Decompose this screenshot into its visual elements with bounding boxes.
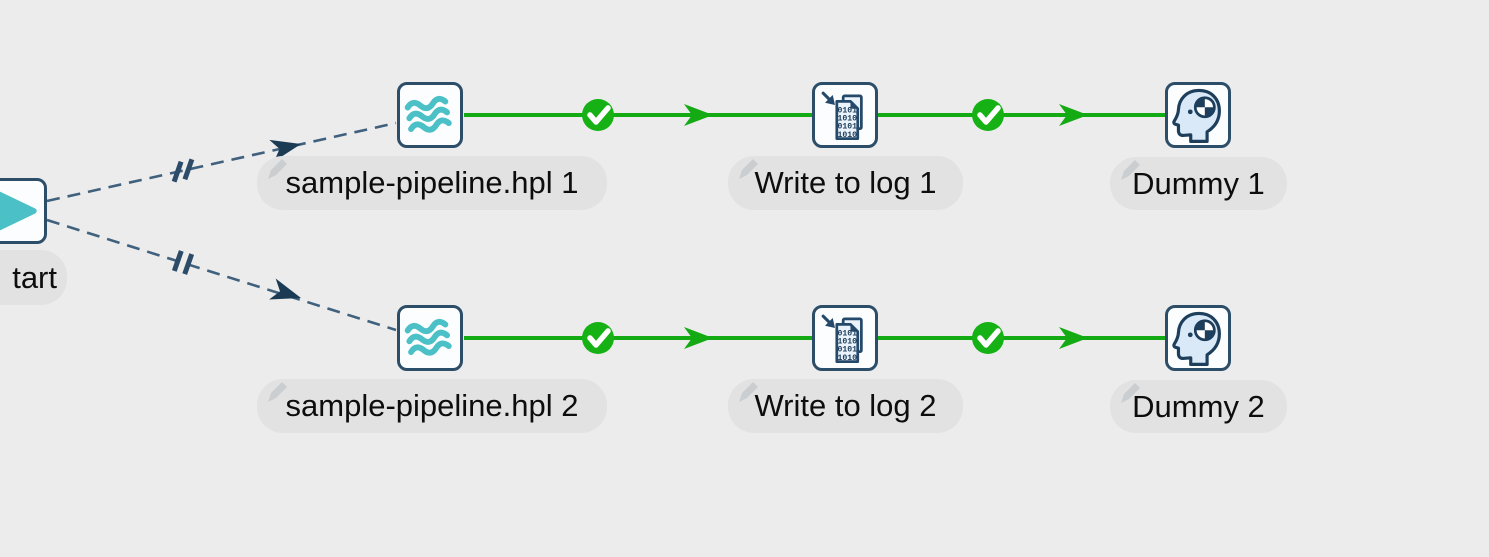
hop-arrowhead-icon	[1059, 327, 1088, 349]
node-label-write-to-log-2[interactable]: Write to log 2	[728, 379, 963, 433]
success-check-icon[interactable]	[582, 99, 614, 131]
node-start[interactable]	[0, 178, 47, 244]
node-pipeline-2[interactable]	[397, 305, 463, 371]
dummy-head-icon	[1172, 88, 1221, 143]
node-label-text: Dummy 1	[1132, 165, 1265, 201]
node-label-text: Dummy 2	[1132, 388, 1265, 424]
success-check-icon[interactable]	[972, 99, 1004, 131]
svg-text:0101: 0101	[837, 346, 857, 355]
parallel-execution-icon[interactable]	[171, 158, 195, 183]
node-label-write-to-log-1[interactable]: Write to log 1	[728, 156, 963, 210]
svg-text:1010: 1010	[837, 337, 857, 346]
node-label-text: sample-pipeline.hpl 2	[285, 388, 579, 423]
hop-line[interactable]	[46, 218, 397, 332]
svg-text:1010: 1010	[837, 131, 857, 140]
parallel-execution-icon[interactable]	[171, 250, 195, 275]
hop-writelog2-to-dummy2[interactable]	[878, 322, 1165, 354]
play-icon	[0, 191, 37, 231]
hop-arrowhead-icon	[684, 327, 713, 349]
dummy-head-icon	[1172, 311, 1221, 366]
hop-start-to-pipeline-2[interactable]	[46, 218, 397, 332]
hop-writelog1-to-dummy1[interactable]	[878, 99, 1165, 131]
node-label-pipeline-2[interactable]: sample-pipeline.hpl 2	[257, 379, 607, 433]
pipeline-waves-icon	[404, 318, 452, 356]
node-dummy-1[interactable]	[1165, 82, 1231, 148]
node-label-dummy-2[interactable]: Dummy 2	[1110, 380, 1287, 433]
svg-text:1010: 1010	[837, 114, 857, 123]
edit-pencil-icon	[1121, 160, 1140, 180]
pipeline-waves-icon	[404, 95, 452, 133]
node-label-text: sample-pipeline.hpl 1	[285, 165, 579, 200]
node-write-to-log-1[interactable]: 0101 1010 0101 1010	[812, 82, 878, 148]
hop-arrowhead-icon	[269, 278, 301, 300]
edit-pencil-icon	[739, 159, 758, 179]
node-dummy-2[interactable]	[1165, 305, 1231, 371]
node-label-start[interactable]: tart	[0, 250, 67, 305]
success-check-icon[interactable]	[972, 322, 1004, 354]
node-pipeline-1[interactable]	[397, 82, 463, 148]
svg-text:0101: 0101	[837, 329, 857, 338]
hop-start-to-pipeline-1[interactable]	[46, 121, 397, 203]
hop-line[interactable]	[46, 121, 397, 203]
hop-pipeline2-to-writelog2[interactable]	[464, 322, 812, 354]
edit-pencil-icon	[268, 159, 287, 179]
hop-arrowhead-icon	[1059, 104, 1088, 126]
hop-pipeline1-to-writelog1[interactable]	[464, 99, 812, 131]
edit-pencil-icon	[268, 382, 287, 402]
node-write-to-log-2[interactable]: 0101 1010 0101 1010	[812, 305, 878, 371]
write-to-log-icon: 0101 1010 0101 1010	[821, 91, 863, 140]
node-label-text: Write to log 2	[754, 388, 937, 423]
node-label-text: Write to log 1	[754, 165, 937, 200]
hop-arrowhead-icon	[684, 104, 713, 126]
svg-text:0101: 0101	[837, 106, 857, 115]
svg-text:1010: 1010	[837, 354, 857, 363]
hop-arrowhead-icon	[269, 139, 301, 162]
node-label-text: tart	[12, 259, 57, 295]
success-check-icon[interactable]	[582, 322, 614, 354]
edit-pencil-icon	[739, 382, 758, 402]
node-label-pipeline-1[interactable]: sample-pipeline.hpl 1	[257, 156, 607, 210]
svg-text:0101: 0101	[837, 123, 857, 132]
node-label-dummy-1[interactable]: Dummy 1	[1110, 157, 1287, 210]
write-to-log-icon: 0101 1010 0101 1010	[821, 314, 863, 363]
edit-pencil-icon	[1121, 383, 1140, 403]
